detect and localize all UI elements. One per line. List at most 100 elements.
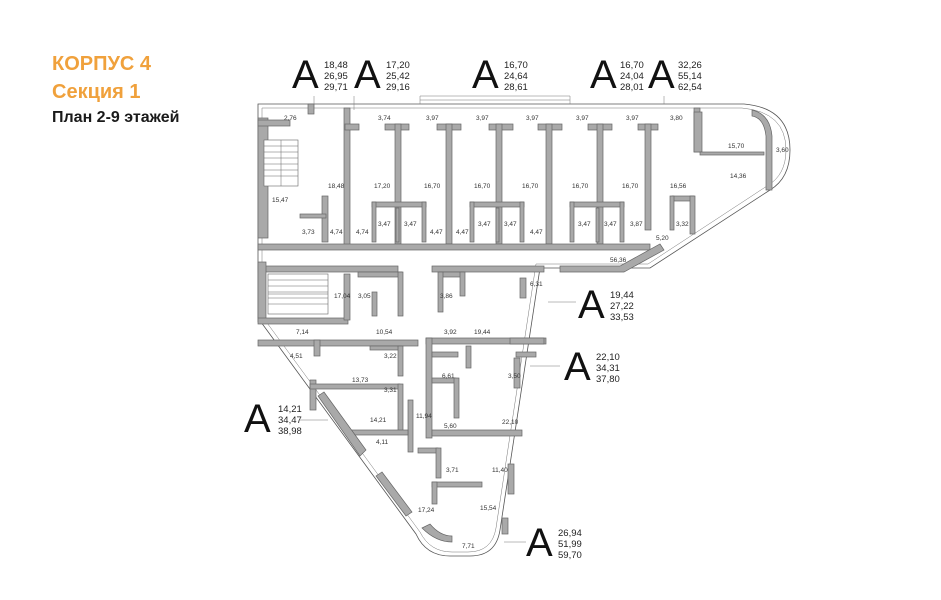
apartment-area-living: 14,21	[278, 404, 302, 415]
apartment-area-full: 38,98	[278, 426, 302, 437]
apartment-a8: A 14,21 34,47 38,98	[244, 397, 302, 441]
apartment-area-living: 26,94	[558, 528, 582, 539]
room-label: 5,60	[444, 423, 457, 430]
room-label: 16,70	[622, 183, 639, 190]
apartment-area-total: 27,22	[610, 301, 634, 312]
lower-walls	[257, 261, 547, 543]
room-label: 6,61	[442, 373, 455, 380]
title-block: КОРПУС 4 Секция 1 План 2-9 этажей	[52, 50, 179, 130]
apartment-a4: A 16,70 24,04 28,01	[590, 53, 644, 97]
apartment-area-total: 26,95	[324, 71, 348, 82]
room-label: 4,47	[530, 229, 543, 236]
room-label: 15,54	[480, 505, 497, 512]
room-label: 13,73	[352, 377, 369, 384]
apartment-area-full: 37,80	[596, 374, 620, 385]
room-label: 3,92	[444, 329, 457, 336]
section-title: Секция 1	[52, 81, 141, 103]
room-label: 3,97	[576, 115, 589, 122]
plan-title: План 2-9 этажей	[52, 109, 180, 126]
apartment-area-living: 17,20	[386, 60, 410, 71]
apartment-area-full: 62,54	[678, 82, 702, 93]
room-label: 3,32	[676, 221, 689, 228]
room-label: 2,76	[284, 115, 297, 122]
room-label: 7,14	[296, 329, 309, 336]
room-label: 4,11	[376, 439, 389, 446]
room-label: 11,94	[416, 413, 432, 420]
room-label: 19,44	[474, 329, 491, 336]
room-label: 3,47	[404, 221, 417, 228]
apartment-a2: A 17,20 25,42 29,16	[354, 53, 410, 97]
building-title: КОРПУС 4	[52, 53, 152, 75]
room-label: 3,71	[446, 467, 459, 474]
room-label: 3,47	[504, 221, 517, 228]
room-label: 16,70	[424, 183, 441, 190]
room-labels: 2,76 3,74 3,97 3,97 3,97 3,97 3,97 3,80 …	[272, 115, 789, 550]
top-row-walls	[257, 103, 773, 273]
apartment-area-full: 33,53	[610, 312, 634, 323]
room-label: 3,97	[476, 115, 489, 122]
apartment-area-total: 55,14	[678, 71, 702, 82]
apartment-area-full: 28,61	[504, 82, 528, 93]
room-label: 4,74	[330, 229, 343, 236]
apartment-area-total: 25,42	[386, 71, 410, 82]
room-label: 3,47	[378, 221, 391, 228]
building-outline	[257, 103, 791, 557]
room-label: 17,20	[374, 183, 391, 190]
apartment-letter: A	[590, 53, 617, 97]
room-label: 16,70	[522, 183, 539, 190]
room-label: 22,10	[502, 419, 519, 426]
room-label: 3,97	[526, 115, 539, 122]
apartment-area-full: 59,70	[558, 550, 582, 561]
room-label: 3,73	[302, 229, 315, 236]
apartment-a3: A 16,70 24,64 28,61	[472, 53, 528, 97]
apartment-area-living: 19,44	[610, 290, 634, 301]
room-label: 10,54	[376, 329, 393, 336]
apartment-area-full: 29,71	[324, 82, 348, 93]
room-label: 16,70	[474, 183, 491, 190]
room-label: 4,51	[290, 353, 303, 360]
apartment-letter: A	[472, 53, 499, 97]
room-label: 7,71	[462, 543, 475, 550]
room-label: 3,31	[384, 387, 397, 394]
apartment-letter: A	[526, 521, 553, 565]
room-label: 11,40	[492, 467, 508, 474]
room-label: 17,04	[334, 293, 351, 300]
room-label: 16,70	[572, 183, 589, 190]
room-label: 6,31	[530, 281, 543, 288]
apartment-area-total: 24,04	[620, 71, 644, 82]
leader-lines	[300, 96, 665, 543]
apartment-area-living: 16,70	[620, 60, 644, 71]
room-label: 3,47	[578, 221, 591, 228]
apartment-letter: A	[354, 53, 381, 97]
room-label: 15,47	[272, 197, 289, 204]
room-label: 3,60	[776, 147, 789, 154]
apartment-a5: A 32,26 55,14 62,54	[648, 53, 702, 97]
room-label: 3,97	[626, 115, 639, 122]
room-label: 3,97	[426, 115, 439, 122]
room-label: 18,48	[328, 183, 345, 190]
apartment-area-living: 22,10	[596, 352, 620, 363]
room-label: 3,22	[384, 353, 397, 360]
stairs-middle	[267, 273, 329, 315]
apartment-area-living: 16,70	[504, 60, 528, 71]
apartment-letter: A	[244, 397, 271, 441]
room-label: 3,86	[440, 293, 453, 300]
apartment-area-living: 18,48	[324, 60, 348, 71]
balcony-lines	[419, 95, 571, 104]
apartment-letter: A	[648, 53, 675, 97]
room-label: 15,70	[728, 143, 745, 150]
room-label: 4,47	[430, 229, 443, 236]
stairs-top	[263, 139, 299, 187]
apartment-area-total: 34,31	[596, 363, 620, 374]
apartment-area-full: 29,16	[386, 82, 410, 93]
apartment-area-full: 28,01	[620, 82, 644, 93]
apartment-letter: A	[564, 345, 591, 389]
room-label: 3,47	[604, 221, 617, 228]
room-label: 3,80	[670, 115, 683, 122]
room-label: 3,87	[630, 221, 643, 228]
room-label: 3,74	[378, 115, 391, 122]
apartment-area-total: 24,64	[504, 71, 528, 82]
room-label: 14,21	[370, 417, 387, 424]
room-label: 4,47	[456, 229, 469, 236]
